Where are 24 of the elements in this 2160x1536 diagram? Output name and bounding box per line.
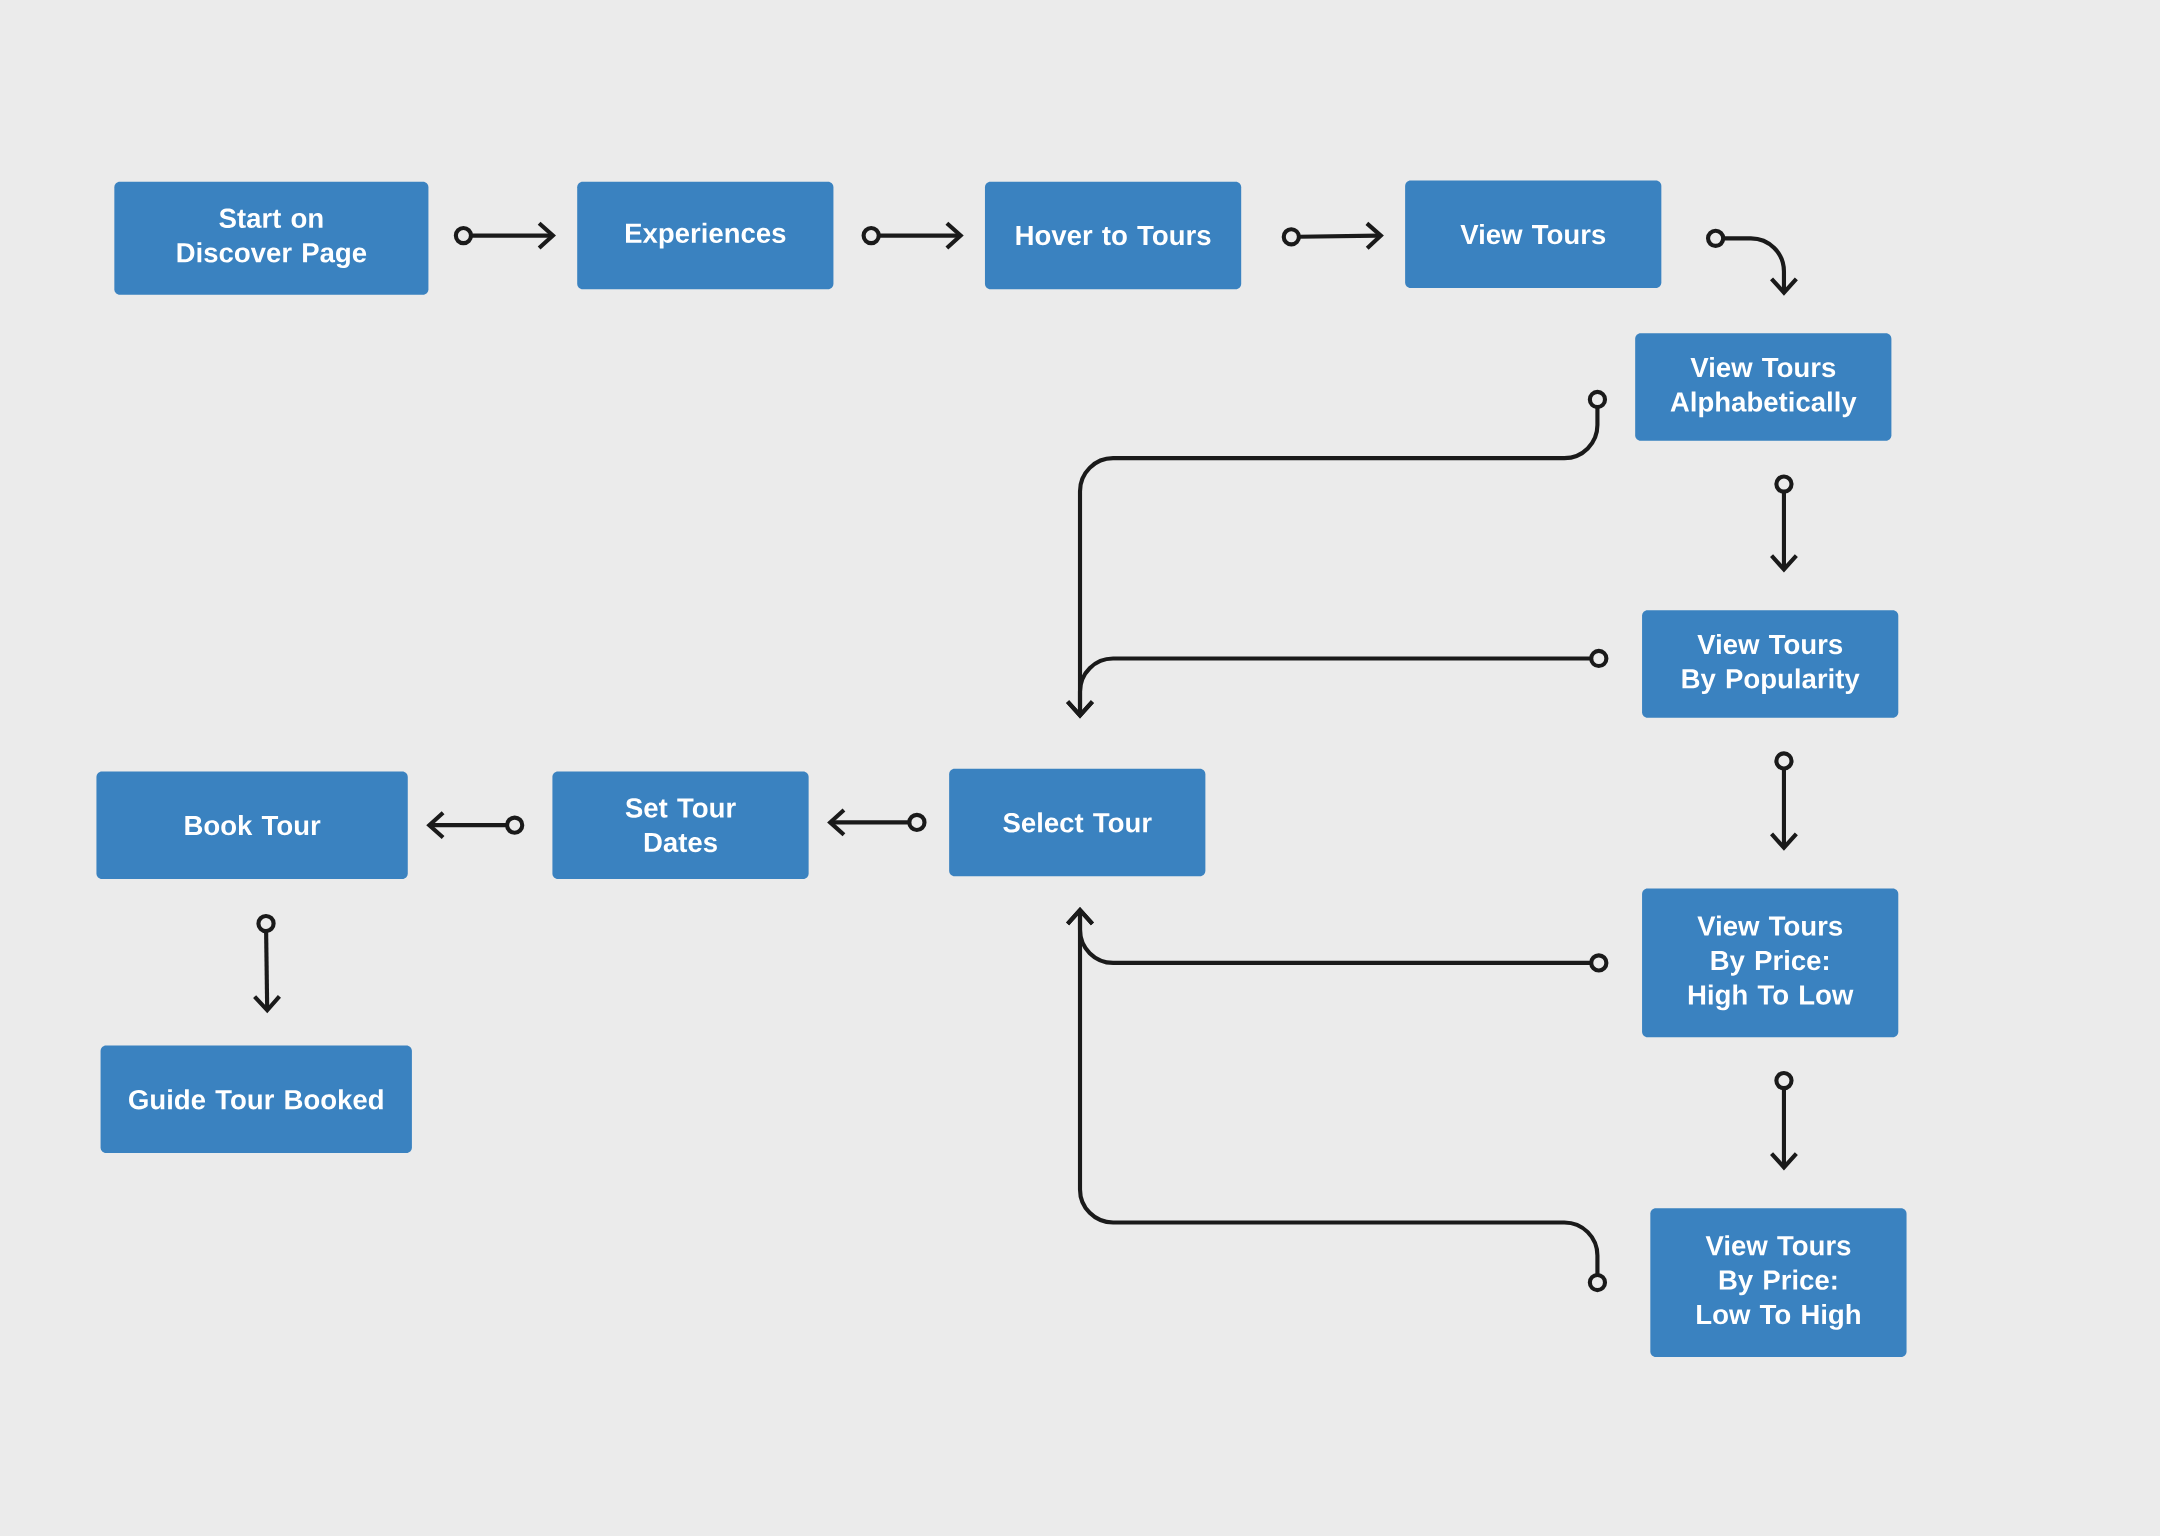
arrow <box>1066 907 1608 1293</box>
arrow <box>453 221 556 250</box>
process-box: View Tours By Popularity <box>1642 610 1899 718</box>
process-box: Guide Tour Booked <box>100 1045 412 1154</box>
process-box: View Tours Alphabetically <box>1635 333 1892 441</box>
arrow <box>1770 1070 1798 1171</box>
arrow <box>426 811 525 840</box>
process-box: View Tours <box>1405 180 1662 288</box>
arrow <box>827 808 927 837</box>
process-box: Experiences <box>577 181 834 290</box>
process-box: View Tours By Price: High To Low <box>1642 888 1899 1038</box>
process-box: View Tours By Price: Low To High <box>1650 1208 1907 1357</box>
arrow <box>1770 474 1798 573</box>
process-box: Hover to Tours <box>984 181 1242 290</box>
process-box: Book Tour <box>96 771 408 879</box>
arrow <box>1066 648 1609 719</box>
arrow <box>861 221 964 250</box>
arrow <box>1770 751 1798 851</box>
process-box: Select Tour <box>949 768 1206 877</box>
process-box: Start on Discover Page <box>114 181 429 295</box>
arrow <box>253 913 281 1014</box>
process-box: Set Tour Dates <box>552 771 809 879</box>
arrow <box>1281 221 1384 250</box>
arrow <box>1705 228 1798 296</box>
